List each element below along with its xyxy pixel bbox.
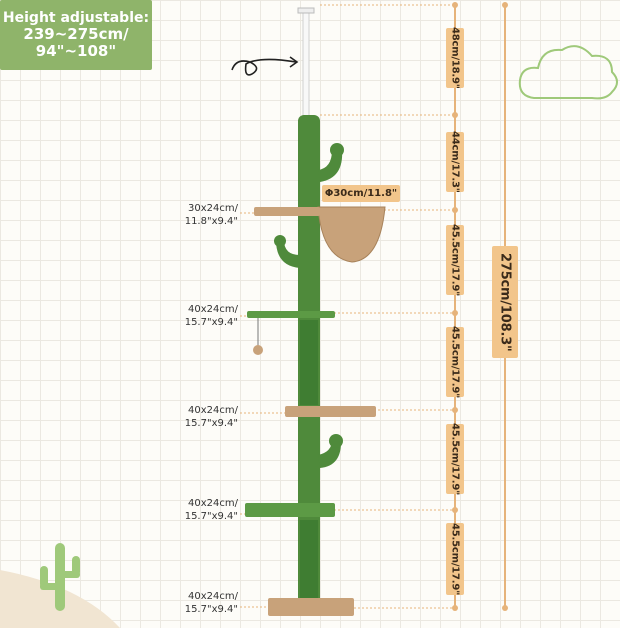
- segment-height-6: 45.5cm/17.9": [446, 523, 464, 595]
- platform-3: [285, 406, 376, 417]
- note-line-1: Height adjustable:: [2, 9, 150, 26]
- platform-label-4: 40x24cm/ 15.7"x9.4": [184, 498, 238, 522]
- platform-label-5: 40x24cm/ 15.7"x9.4": [184, 591, 238, 615]
- cloud-icon: [518, 45, 618, 100]
- platform-4: [245, 503, 335, 517]
- note-line-2: 239~275cm/: [23, 24, 129, 43]
- basket-diameter-label: Φ30cm/11.8": [322, 185, 400, 202]
- arrow-icon: [231, 58, 297, 76]
- total-height-label: 275cm/108.3": [492, 246, 518, 358]
- segment-height-1: 48cm/18.9": [446, 27, 464, 89]
- segment-height-3: 45.5cm/17.9": [446, 224, 464, 296]
- segment-height-4: 45.5cm/17.9": [446, 326, 464, 398]
- note-line-3: 94"~108": [35, 42, 117, 61]
- platform-1: [254, 207, 320, 216]
- platform-label-2: 40x24cm/ 15.7"x9.4": [184, 304, 238, 328]
- rail-dots: [452, 2, 508, 611]
- leader-lines: [240, 4, 455, 609]
- toy-ball: [253, 345, 263, 355]
- ceiling-pole: [302, 11, 310, 123]
- segment-height-5: 45.5cm/17.9": [446, 423, 464, 495]
- platform-2: [247, 311, 335, 318]
- platform-label-1: 30x24cm/ 11.8"x9.4": [184, 203, 238, 227]
- height-adjustable-note: Height adjustable: 239~275cm/ 94"~108": [0, 0, 152, 70]
- cactus-icon: [40, 543, 80, 611]
- basket: [317, 206, 386, 263]
- segment-height-2: 44cm/17.3": [446, 131, 464, 193]
- base-platform: [268, 598, 354, 616]
- platform-label-3: 40x24cm/ 15.7"x9.4": [184, 405, 238, 429]
